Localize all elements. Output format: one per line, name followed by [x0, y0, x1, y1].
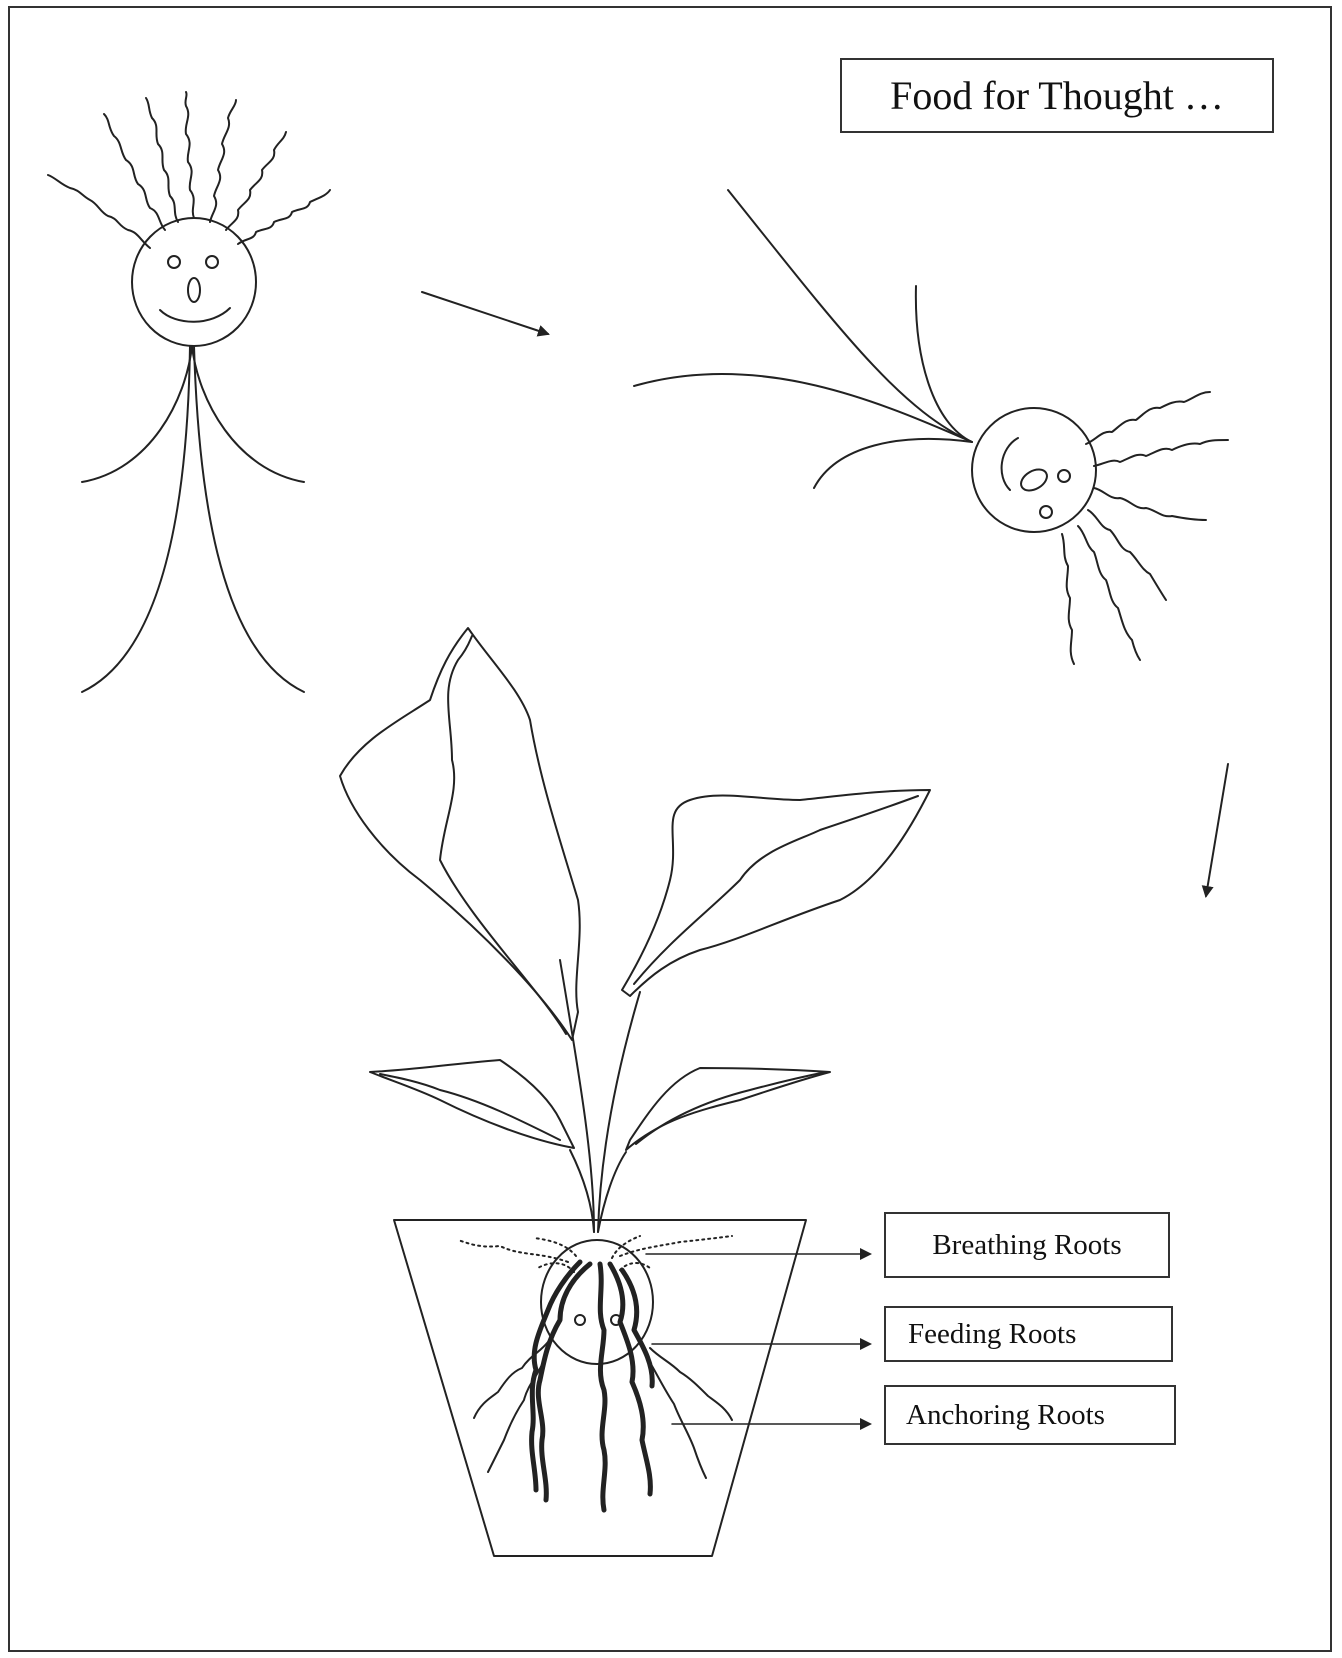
- eye: [575, 1315, 585, 1325]
- potted-plant: [340, 628, 930, 1556]
- eye: [1058, 470, 1070, 482]
- inverted-figure-hair: [1062, 392, 1228, 664]
- arrow-down: [1206, 764, 1228, 896]
- leaf-upper-left: [340, 628, 580, 1040]
- feeding-roots: [532, 1262, 653, 1510]
- eye: [1040, 506, 1052, 518]
- inverted-figure-limbs: [634, 190, 972, 488]
- arrow-right: [422, 292, 548, 334]
- nose: [1017, 465, 1050, 495]
- left-eye: [168, 256, 180, 268]
- leaf-vein: [634, 796, 918, 984]
- label-breathing-roots: Breathing Roots: [884, 1212, 1170, 1278]
- plant-stems: [560, 960, 640, 1232]
- happy-figure-body: [82, 346, 304, 692]
- label-anchoring-roots: Anchoring Roots: [884, 1385, 1176, 1445]
- label-feeding-roots: Feeding Roots: [884, 1306, 1173, 1362]
- happy-figure: [48, 92, 330, 692]
- happy-face: [132, 218, 256, 346]
- page-title: Food for Thought …: [840, 58, 1274, 133]
- leaf-vein: [636, 1072, 826, 1144]
- frown-mouth: [1002, 438, 1018, 490]
- leaf-vein: [440, 636, 566, 1034]
- leaf-lower-left: [370, 1060, 574, 1148]
- happy-figure-hair: [48, 92, 330, 248]
- inverted-figure: [634, 190, 1228, 664]
- smile-mouth: [160, 308, 230, 322]
- leaf-lower-right: [626, 1068, 830, 1150]
- right-eye: [206, 256, 218, 268]
- nose: [188, 278, 200, 302]
- leaf-vein: [380, 1074, 560, 1140]
- leaf-upper-right: [622, 790, 930, 996]
